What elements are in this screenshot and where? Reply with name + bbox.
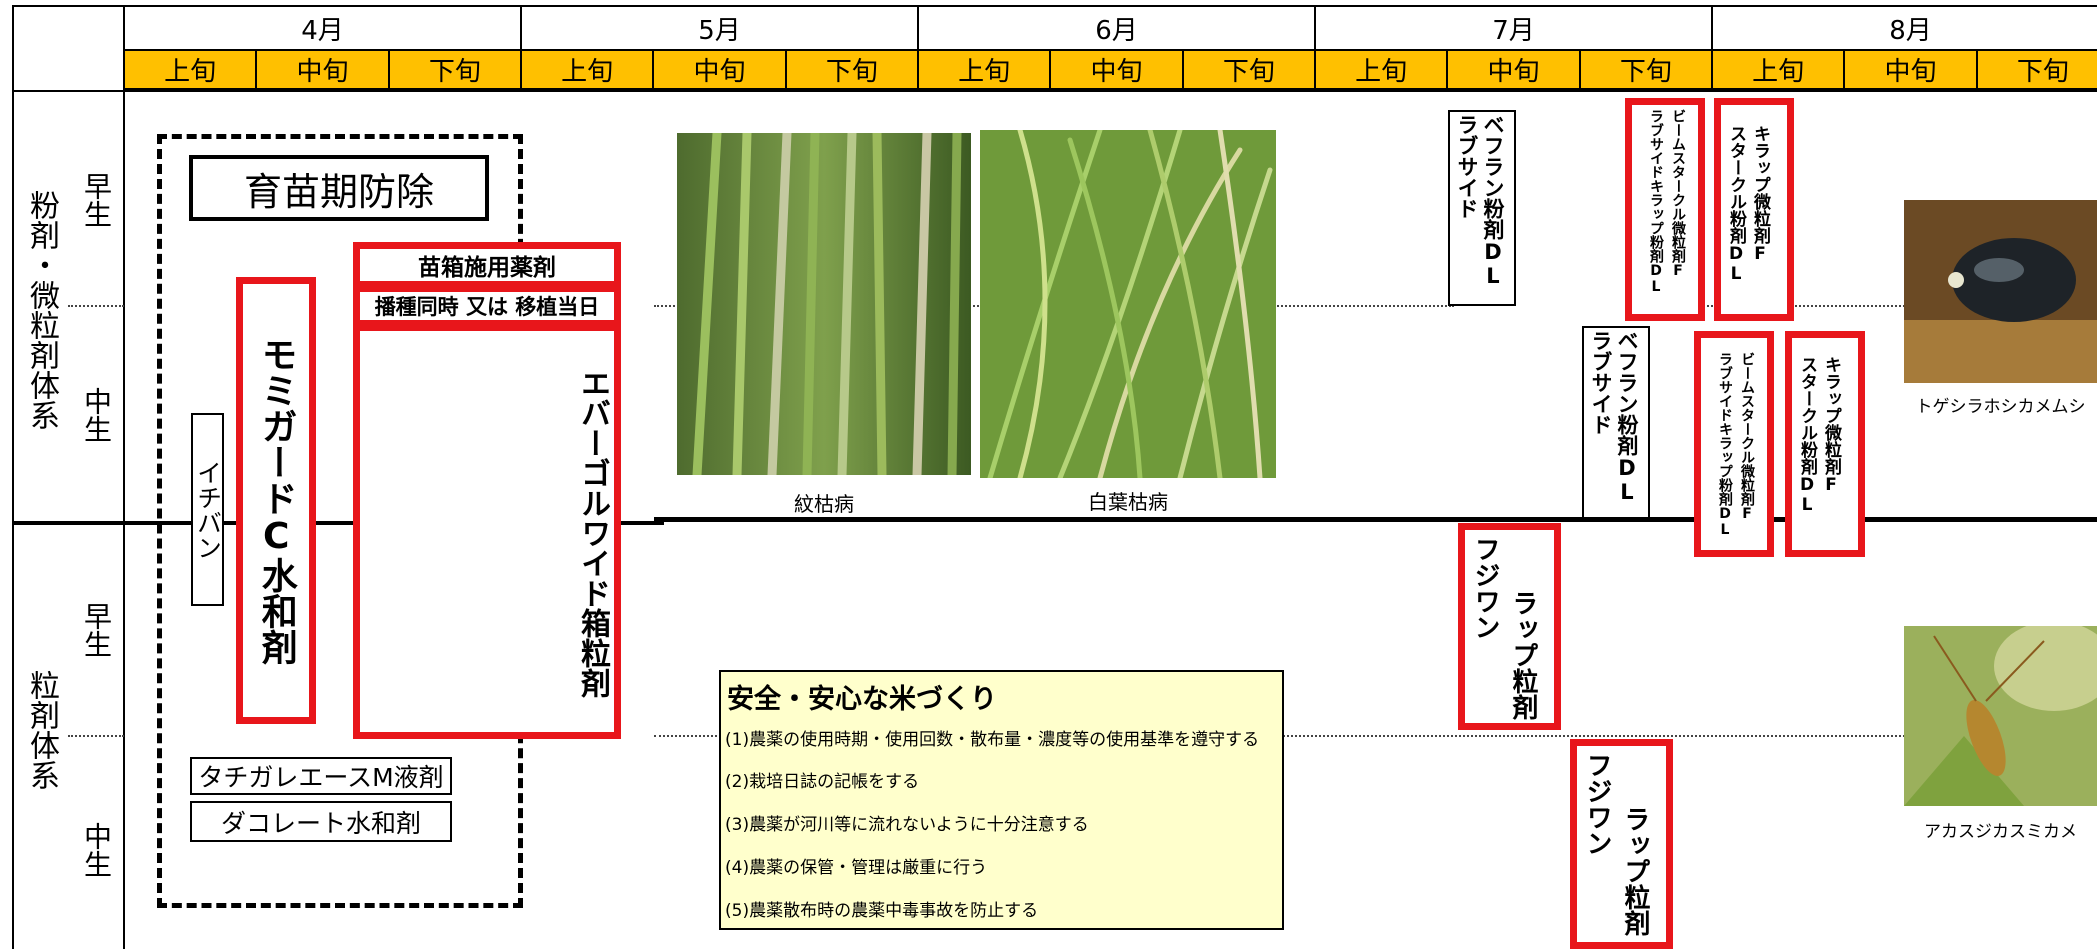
leaf-blight-caption: 白葉枯病: [1088, 490, 1168, 514]
fujiwan-early-box: フジワン ラップ粒剤: [1458, 523, 1561, 730]
sub-label-mid: 中生: [80, 822, 113, 878]
dekad-header: 下旬: [389, 51, 522, 90]
system-divider-right: [654, 517, 2097, 522]
dekad-header: 上旬: [522, 51, 655, 90]
plant-bug-caption: アカスジカスミカメ: [1924, 822, 2077, 842]
dekad-header: 中旬: [257, 51, 390, 90]
sheath-blight-photo: [677, 133, 971, 475]
befran-mid-box: ベフラン粉剤DL ラブサイド: [1582, 326, 1650, 519]
momigard-box: モミガードC水和剤: [236, 277, 316, 724]
dekad-header: 下旬: [1977, 51, 2097, 90]
seedling-period-title: 育苗期防除: [189, 155, 489, 221]
stink-bug-caption: トゲシラホシカメムシ: [1915, 397, 2086, 417]
evergol-box: エバーゴルワイド箱粒剤: [353, 324, 621, 739]
dekad-header: 中旬: [1051, 51, 1184, 90]
system-divider: [12, 521, 664, 525]
tachigare-label: タチガレエースM液剤: [190, 757, 452, 795]
system-label-powder: 粉剤・微粒剤体系: [24, 190, 59, 430]
plant-bug-photo: [1904, 626, 2097, 806]
sub-label-early: 早生: [80, 602, 113, 658]
safety-box: 安全・安心な米づくり: [719, 670, 1284, 930]
beam-mid-box: ビームスタークル微粒剤F ラブサイドキラップ粉剤DL: [1694, 331, 1774, 557]
month-header: 5月: [522, 7, 919, 51]
stink-bug-photo: [1904, 200, 2097, 383]
fujiwan-mid-box: フジワン ラップ粒剤: [1570, 739, 1673, 949]
safety-title: 安全・安心な米づくり: [727, 684, 997, 715]
system-label-granule: 粒剤体系: [24, 670, 59, 790]
beam-early-box: ビームスタークル微粒剤F ラブサイドキラップ粉剤DL: [1625, 98, 1705, 321]
dekad-header: 中旬: [654, 51, 787, 90]
safety-rule: (4)農薬の保管・管理は厳重に行う: [725, 858, 988, 878]
sheath-blight-caption: 紋枯病: [794, 492, 854, 516]
ichiban-label: イチバン: [191, 413, 224, 606]
safety-rule: (2)栽培日誌の記帳をする: [725, 772, 920, 792]
befran-early-box: ベフラン粉剤DL ラブサイド: [1448, 110, 1516, 306]
month-header: 7月: [1316, 7, 1713, 51]
month-header: 6月: [919, 7, 1316, 51]
dacolate-label: ダコレート水和剤: [190, 801, 452, 842]
dekad-header: 下旬: [1183, 51, 1316, 90]
safety-rule: (5)農薬散布時の農薬中毒事故を防止する: [725, 901, 1039, 921]
dekad-header: 上旬: [1713, 51, 1846, 90]
leaf-blight-photo: [980, 130, 1276, 478]
safety-rule: (1)農薬の使用時期・使用回数・散布量・濃度等の使用基準を遵守する: [725, 730, 1260, 750]
kirap-mid-box: キラップ微粒剤F スタークル粉剤DL: [1785, 331, 1865, 557]
dekad-header: 上旬: [919, 51, 1052, 90]
safety-rule: (3)農薬が河川等に流れないように十分注意する: [725, 815, 1089, 835]
kirap-early-box: キラップ微粒剤F スタークル粉剤DL: [1714, 98, 1794, 321]
dekad-header: 中旬: [1448, 51, 1581, 90]
seedling-box-header: 苗箱施用薬剤: [353, 242, 621, 288]
month-header: 4月: [125, 7, 522, 51]
dekad-header: 下旬: [1580, 51, 1713, 90]
month-header: 8月: [1713, 7, 2097, 51]
sub-label-early: 早生: [80, 172, 113, 228]
dekad-header: 中旬: [1845, 51, 1978, 90]
dekad-header: 上旬: [125, 51, 258, 90]
seedling-box-timing: 播種同時 又は 移植当日: [353, 285, 621, 327]
dekad-header: 上旬: [1316, 51, 1449, 90]
dekad-header: 下旬: [786, 51, 919, 90]
sub-label-mid: 中生: [80, 387, 113, 443]
